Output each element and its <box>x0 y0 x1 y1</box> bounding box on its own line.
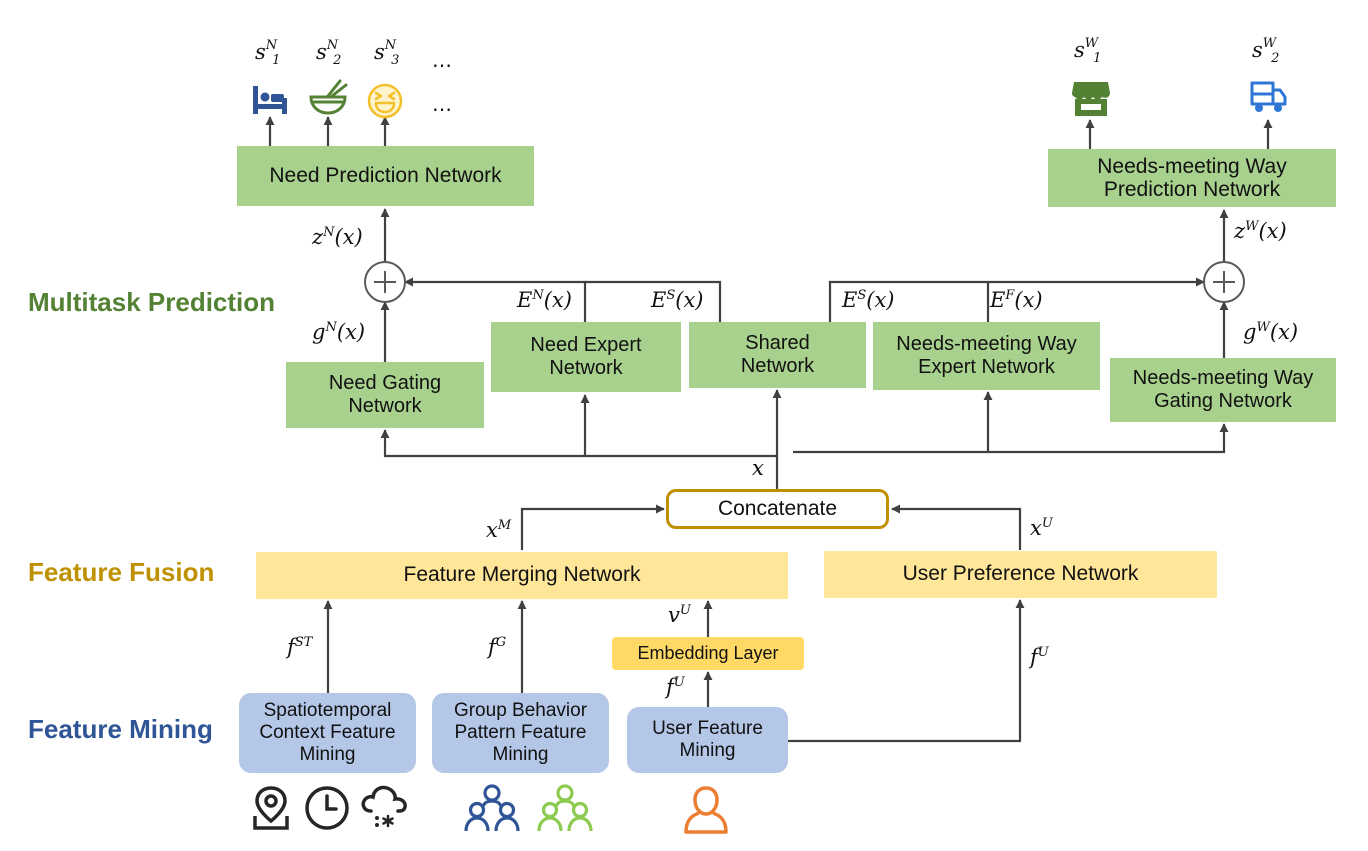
label-ES-right: ES(x) <box>842 288 895 312</box>
noodle-bowl-icon <box>309 79 348 115</box>
need-expert-network: Need Expert Network <box>491 322 681 392</box>
arrow-xU <box>891 504 1022 550</box>
spatiotemporal-mining: Spatiotemporal Context Feature Mining <box>239 693 416 773</box>
embedding-layer: Embedding Layer <box>612 637 804 670</box>
plus-node-need <box>364 261 406 303</box>
label-s1N: sN1 <box>255 38 281 68</box>
line-ES-left <box>585 280 722 322</box>
label-xM: xM <box>486 518 512 542</box>
label-xU: xU <box>1030 516 1053 540</box>
delivery-truck-icon <box>1250 81 1287 112</box>
section-feature-fusion: Feature Fusion <box>28 557 215 587</box>
user-preference-label: User Preference Network <box>902 562 1139 586</box>
concatenate-box: Concatenate <box>666 489 889 529</box>
label-ES-left: ES(x) <box>651 288 704 312</box>
need-prediction-network: Need Prediction Network <box>237 146 534 206</box>
feature-merging-network: Feature Merging Network <box>256 552 788 599</box>
arrow-fU-preference <box>788 599 1025 743</box>
group-behavior-mining: Group Behavior Pattern Feature Mining <box>432 693 609 773</box>
laughing-face-icon <box>367 83 403 119</box>
feature-merging-label: Feature Merging Network <box>403 563 641 587</box>
label-fU-preference: fU <box>1030 645 1049 669</box>
need-gating-network: Need Gating Network <box>286 362 484 428</box>
concatenate-label: Concatenate <box>717 496 838 520</box>
ellipsis-top: … <box>432 48 452 72</box>
user-preference-network: User Preference Network <box>824 551 1217 598</box>
arrow-x-way-gating <box>793 423 1229 454</box>
arrow-ES-right <box>828 277 1205 322</box>
shared-network: Shared Network <box>689 322 866 388</box>
store-icon <box>1072 82 1110 116</box>
label-gN: gN(x) <box>312 320 366 344</box>
label-EN: EN(x) <box>517 288 572 312</box>
bed-icon <box>253 86 287 114</box>
label-zW: zW(x) <box>1234 219 1287 243</box>
label-zN: zN(x) <box>312 225 363 249</box>
label-gW: gW(x) <box>1243 320 1299 344</box>
group-behavior-label: Group Behavior Pattern Feature Mining <box>453 700 588 765</box>
location-pin-icon <box>253 786 289 830</box>
shared-network-label: Shared Network <box>740 332 815 377</box>
label-fST: fST <box>287 635 313 659</box>
section-multitask-prediction: Multitask Prediction <box>28 287 276 317</box>
way-prediction-network: Needs-meeting Way Prediction Network <box>1048 149 1336 207</box>
need-gating-label: Need Gating Network <box>328 372 442 417</box>
way-expert-label: Needs-meeting Way Expert Network <box>896 333 1077 378</box>
embedding-layer-label: Embedding Layer <box>637 643 779 664</box>
section-feature-mining: Feature Mining <box>28 714 213 744</box>
group-people-blue-icon <box>464 784 520 832</box>
label-fG: fG <box>488 635 507 659</box>
user-feature-mining: User Feature Mining <box>627 707 788 773</box>
arrow-xM <box>520 504 665 550</box>
label-s3N: sN3 <box>374 38 400 68</box>
label-vU: vU <box>668 603 691 627</box>
label-s2N: sN2 <box>316 38 342 68</box>
label-EF: EF(x) <box>990 288 1043 312</box>
label-fU-embed: fU <box>666 675 685 699</box>
way-gating-network: Needs-meeting Way Gating Network <box>1110 358 1336 422</box>
user-feature-label: User Feature Mining <box>652 718 763 761</box>
way-gating-label: Needs-meeting Way Gating Network <box>1132 367 1314 412</box>
label-x: x <box>752 456 764 480</box>
snow-cloud-icon <box>361 785 407 828</box>
need-expert-label: Need Expert Network <box>530 334 642 379</box>
group-people-green-icon <box>537 784 593 832</box>
user-person-icon <box>684 786 728 834</box>
way-expert-network: Needs-meeting Way Expert Network <box>873 322 1100 390</box>
need-prediction-label: Need Prediction Network <box>269 163 502 187</box>
spatiotemporal-label: Spatiotemporal Context Feature Mining <box>259 700 396 765</box>
arrow-x-gating <box>380 429 777 458</box>
label-s2W: sW2 <box>1252 36 1280 66</box>
way-prediction-label: Needs-meeting Way Prediction Network <box>1097 154 1287 201</box>
clock-icon <box>305 786 349 830</box>
label-s1W: sW1 <box>1074 36 1102 66</box>
plus-node-way <box>1203 261 1245 303</box>
ellipsis-bottom: … <box>432 92 452 116</box>
